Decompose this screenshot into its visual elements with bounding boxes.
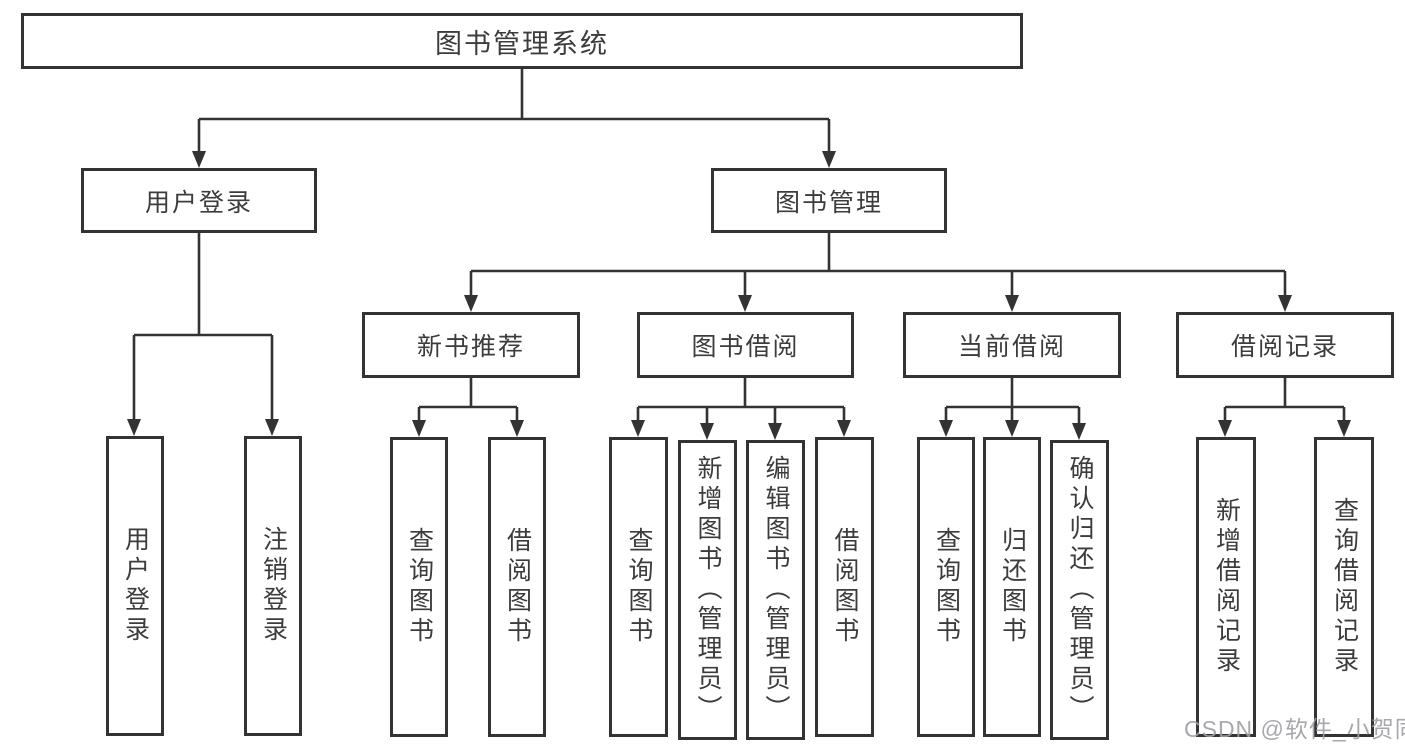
arrow-down-icon — [738, 295, 752, 312]
arrow-down-icon — [1337, 420, 1351, 437]
edge-new-book-branch — [417, 378, 519, 422]
edge-user-login-branch — [132, 233, 274, 421]
watermark: CSDN @软件_小贺同学 — [1184, 716, 1405, 742]
leaf-borrow-books-borrowing: 借阅图书 — [815, 437, 874, 737]
node-user-login: 用户登录 — [81, 168, 317, 233]
arrow-down-icon — [837, 420, 851, 437]
leaf-logout: 注销登录 — [244, 436, 302, 736]
edge-root-to-level2 — [197, 67, 831, 153]
leaf-confirm-return-admin: 确认归还（管理员） — [1050, 440, 1109, 740]
edge-current-borrowing-branch — [944, 378, 1081, 425]
leaf-query-books-recommend: 查询图书 — [390, 437, 448, 737]
arrow-down-icon — [412, 420, 426, 437]
leaf-borrow-books-recommend: 借阅图书 — [488, 437, 546, 737]
node-book-management: 图书管理 — [711, 168, 947, 233]
node-borrowing-records: 借阅记录 — [1176, 312, 1394, 378]
arrow-down-icon — [265, 419, 279, 436]
leaf-query-books-borrowing: 查询图书 — [609, 437, 668, 737]
arrow-down-icon — [1072, 423, 1086, 440]
leaf-query-borrow-record: 查询借阅记录 — [1314, 437, 1374, 737]
arrow-down-icon — [510, 420, 524, 437]
arrow-down-icon — [631, 420, 645, 437]
arrow-down-icon — [127, 419, 141, 436]
leaf-add-borrow-record: 新增借阅记录 — [1196, 437, 1256, 737]
arrow-down-icon — [464, 295, 478, 312]
node-book-borrowing: 图书借阅 — [637, 312, 854, 378]
leaf-user-login: 用户登录 — [106, 436, 164, 736]
leaf-edit-books-admin: 编辑图书（管理员） — [746, 440, 805, 740]
edge-book-borrowing-branch — [636, 378, 846, 425]
arrow-down-icon — [1005, 295, 1019, 312]
arrow-down-icon — [939, 420, 953, 437]
leaf-return-books: 归还图书 — [983, 437, 1041, 737]
arrow-down-icon — [768, 423, 782, 440]
leaf-add-books-admin: 新增图书（管理员） — [678, 440, 737, 740]
arrowheads — [127, 151, 1351, 440]
node-library-system: 图书管理系统 — [21, 13, 1023, 69]
node-current-borrowing: 当前借阅 — [903, 312, 1121, 378]
node-new-book-recommendation: 新书推荐 — [362, 312, 580, 378]
arrow-down-icon — [1218, 420, 1232, 437]
arrow-down-icon — [192, 151, 206, 168]
edge-book-management-branch — [469, 233, 1287, 297]
edge-borrowing-records-branch — [1223, 378, 1346, 422]
arrow-down-icon — [700, 423, 714, 440]
arrow-down-icon — [1005, 420, 1019, 437]
leaf-query-books-current: 查询图书 — [917, 437, 975, 737]
arrow-down-icon — [1278, 295, 1292, 312]
arrow-down-icon — [822, 151, 836, 168]
tree-edges — [132, 67, 1346, 425]
